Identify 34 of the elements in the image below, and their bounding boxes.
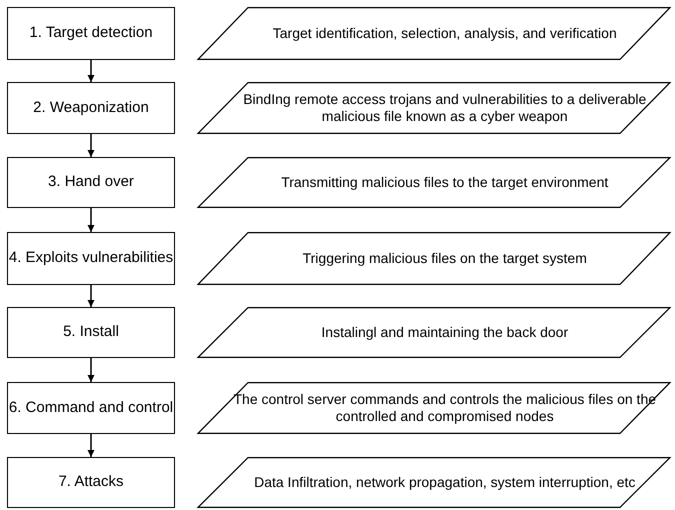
node-text: Transmitting malicious files to the target environment (281, 174, 608, 192)
description-parallelogram (198, 7, 670, 60)
node-text: BindIng remote access trojans and vulnerabilities to a deliverable malicious file known as a cyber weapon (242, 90, 648, 126)
node-text: Data Infiltration, network propagation, system interruption, etc (254, 474, 636, 492)
arrow (88, 285, 94, 307)
process-box (7, 457, 175, 508)
node-text: 1. Target detection (29, 24, 153, 43)
arrow (88, 208, 94, 232)
node-text: Triggering malicious files on the target system (302, 250, 587, 268)
process-box (7, 157, 175, 208)
process-box (7, 382, 175, 434)
description-parallelogram (198, 457, 670, 508)
arrow (88, 134, 94, 157)
node-text: 2. Weaponization (33, 98, 149, 118)
arrow (88, 60, 94, 82)
description-parallelogram (198, 82, 670, 134)
node-text: 7. Attacks (58, 473, 124, 492)
description-parallelogram (198, 307, 670, 358)
arrow (88, 358, 94, 382)
node-text: Target identification, selection, analysis, and verification (272, 24, 617, 42)
process-box (7, 82, 175, 134)
description-parallelogram (198, 232, 670, 285)
description-parallelogram (198, 382, 670, 434)
process-box (7, 7, 175, 60)
process-box (7, 307, 175, 358)
node-text: 6. Command and control (8, 398, 174, 418)
node-text: 5. Install (63, 323, 119, 342)
node-text: The control server commands and controls the malicious files on the controlled and compromised nodes (232, 390, 658, 426)
arrow (88, 434, 94, 457)
node-text: Instalingl and maintaining the back door (321, 324, 568, 342)
description-parallelogram (198, 157, 670, 208)
process-box (7, 232, 175, 285)
node-text: 4. Exploits vulnerabilities (8, 249, 174, 268)
node-text: 3. Hand over (48, 173, 134, 192)
